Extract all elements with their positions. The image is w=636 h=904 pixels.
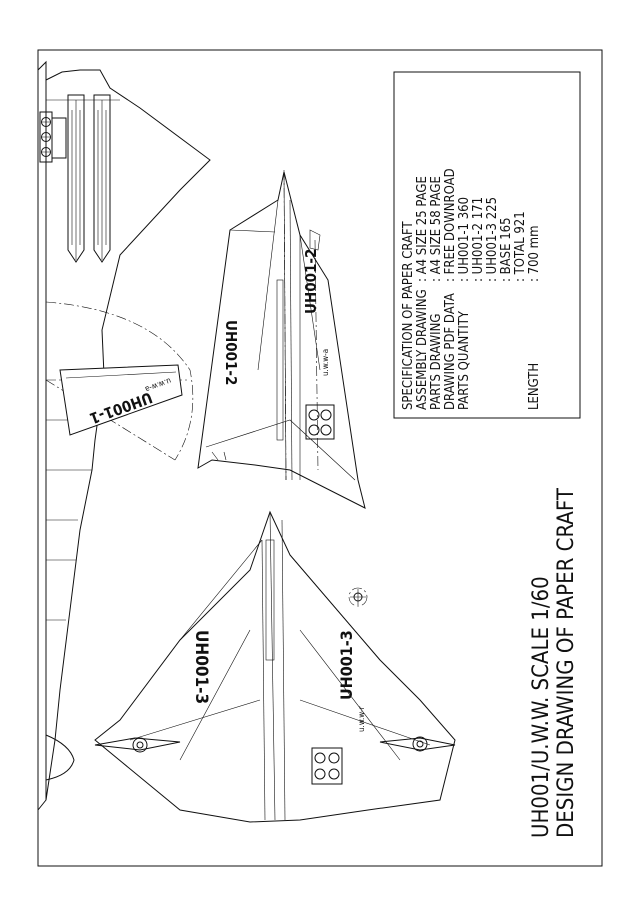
spec-row-value: : 700 mm: [527, 226, 542, 282]
spec-row-value: : FREE DOWNROAD: [443, 168, 458, 282]
spec-row-value: : TOTAL 921: [513, 211, 528, 282]
uh001-2-sub-label: u.w.w-a: [321, 349, 330, 376]
uh001-3-turret-icon: [311, 747, 343, 785]
spec-row-value: : UH001-2 171: [471, 197, 486, 282]
spec-row-label: PARTS QUANTITY: [457, 310, 472, 410]
spec-row-value: : A4 SIZE 58 PAGE: [429, 176, 444, 282]
spec-row-value: : BASE 165: [499, 217, 514, 282]
spec-box: [393, 71, 581, 419]
spec-row-value: : UH001-3 225: [485, 197, 500, 282]
spec-row-label: DRAWING PDF DATA: [443, 293, 458, 410]
uh001-3-sub-label: u.w.w-r: [357, 706, 366, 732]
uh001-1-craft: UH001-1 u.w.w-a: [37, 60, 211, 811]
uh001-3-label-side: UH001-3: [337, 630, 356, 700]
uh001-2-label-side: UH001-2: [302, 249, 320, 314]
spec-header: SPECIFICATION OF PAPER CRAFT: [401, 221, 416, 410]
spec-row-value: : UH001-1 360: [457, 197, 472, 282]
turret-cluster-icon: [39, 111, 67, 163]
uh001-3-left-fin-icon: [94, 737, 181, 753]
spec-row-label: PARTS DRAWING: [429, 314, 444, 410]
uh001-2-turret-icon: [305, 404, 335, 440]
drawing-subtitle: DESIGN DRAWING OF PAPER CRAFT: [554, 487, 579, 838]
title-block: UH001/U.W.W. SCALE 1/60 DESIGN DRAWING O…: [529, 487, 579, 838]
uh001-2-label-top: UH001-2: [222, 320, 240, 385]
spec-table: SPECIFICATION OF PAPER CRAFT ASSEMBLY DR…: [401, 168, 542, 410]
uh001-3-label-top: UH001-3: [191, 630, 211, 704]
spec-row-label: ASSEMBLY DRAWING: [415, 289, 430, 410]
spec-row-value: : A4 SIZE 25 PAGE: [415, 176, 430, 282]
drawing-title: UH001/U.W.W. SCALE 1/60: [529, 576, 554, 838]
uh001-3-craft: UH001-3 UH001-3 u.w.w-r: [94, 510, 456, 823]
uh001-3-sensor-icon: [348, 587, 368, 607]
uh001-3-right-fin-icon: [379, 736, 456, 752]
sheet-border: [37, 49, 603, 867]
spec-row-label: LENGTH: [527, 363, 542, 410]
uh001-2-craft: UH001-2 UH001-2 u.w.w-a: [197, 169, 366, 509]
